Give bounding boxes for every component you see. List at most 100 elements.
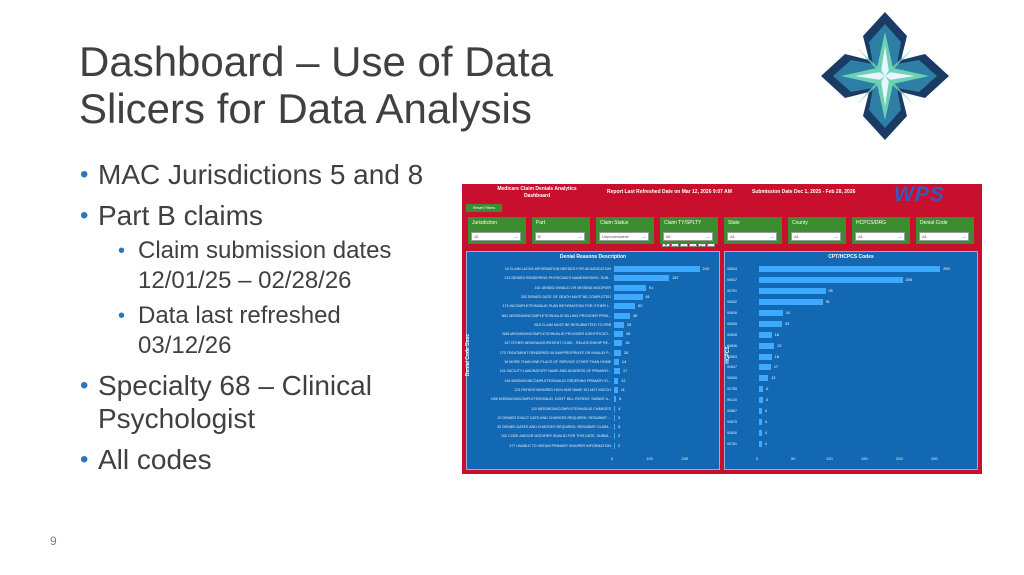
chart-bar[interactable] (759, 342, 775, 349)
category-label: 170 TREATMENT RENDERED IN INAPPROPRIATE … (499, 350, 611, 355)
category-label: 90853 (727, 354, 737, 359)
filter-label: County (792, 220, 808, 226)
chart-bar[interactable] (614, 312, 630, 319)
data-label: 91 (649, 285, 654, 290)
data-label: 81 (645, 294, 650, 299)
chevron-down-icon: ⌄ (898, 234, 902, 239)
category-label: 90867 (727, 409, 737, 414)
chart-bar[interactable] (614, 405, 616, 412)
chart-bar[interactable] (759, 375, 769, 382)
chart-bar[interactable] (614, 386, 618, 393)
category-label: N56 MISSING/INCOMPLETE/INVALID PROVIDER … (502, 332, 612, 337)
category-label: 102 CODE AND/OR MODIFIER INVALID FOR THI… (501, 434, 611, 439)
filter-dropdown[interactable]: B⌄ (535, 232, 585, 241)
chart-bar[interactable] (614, 331, 624, 338)
chart-bar[interactable] (614, 293, 643, 300)
chart-bar[interactable] (614, 321, 624, 328)
data-label: 3 (618, 415, 621, 420)
category-label: 107 OTHER INSURANCE/PATIENT CODE - RELAT… (504, 341, 611, 346)
filter-dropdown[interactable]: All⌄ (919, 232, 969, 241)
chart-bar[interactable] (614, 424, 616, 431)
chart-bar[interactable] (759, 287, 826, 294)
filter-dropdown[interactable]: All⌄ (791, 232, 841, 241)
data-label: 33 (785, 321, 790, 326)
chart-bar[interactable] (614, 414, 616, 421)
chart-bar[interactable] (759, 298, 823, 305)
chart-bar[interactable] (614, 266, 700, 272)
bullet-text: Part B claims (98, 200, 263, 231)
x-tick-label: 100 (826, 456, 833, 461)
cpt-hcpcs-title: CPT/HCPCS Codes (828, 254, 874, 260)
chart-bar[interactable] (614, 377, 619, 384)
bullet-text: MAC Jurisdictions 5 and 8 (98, 159, 424, 190)
chevron-down-icon: ⌄ (706, 234, 710, 239)
category-label: 90785 (727, 387, 737, 392)
chart-bar[interactable] (614, 442, 615, 449)
chevron-down-icon: ⌄ (578, 234, 582, 239)
category-label: 90781 (727, 442, 737, 447)
filter-label: Claim TY/SPLTY (664, 220, 702, 226)
dashboard-submission-date: Submission Date Dec 1, 2025 - Feb 28, 20… (752, 189, 856, 195)
data-label: 2 (618, 434, 621, 439)
dashboard-title: Medicare Claim Denials Analytics Dashboa… (497, 186, 577, 199)
data-label: 13 (771, 376, 776, 381)
sub-bullet-text: Data last refreshed 03/12/26 (138, 302, 341, 359)
category-label: 101 FACILITY LABORATORY NAME AND ADDRESS… (499, 369, 611, 374)
dashboard-screenshot: Medicare Claim Denials Analytics Dashboa… (462, 184, 982, 474)
dashboard-refresh-date: Report Last Refreshed Date on Mar 12, 20… (607, 189, 732, 195)
filter-label: Part (536, 220, 546, 226)
chart-bar[interactable] (759, 353, 772, 360)
data-label: 259 (943, 267, 950, 271)
chart-bar[interactable] (759, 397, 764, 404)
compass-star-logo-icon (821, 12, 949, 140)
category-label: 90875 (727, 420, 737, 425)
category-label: 96130 (727, 398, 737, 403)
filter-dropdown[interactable]: 68⌄ (663, 232, 713, 241)
data-label: 205 (905, 277, 912, 282)
chart-bar[interactable] (759, 408, 762, 415)
denial-reasons-title: Denial Reasons Description (559, 254, 627, 260)
chart-bar[interactable] (759, 430, 762, 437)
chart-bar[interactable] (759, 419, 762, 426)
chart-bar[interactable] (614, 349, 622, 356)
chart-bar[interactable] (614, 303, 636, 310)
filter-dropdown[interactable]: Unprocessable⌄ (599, 232, 649, 241)
chart-bar[interactable] (759, 441, 762, 448)
chart-bar[interactable] (759, 320, 783, 327)
data-label: 4 (764, 442, 767, 447)
data-label: 11 (620, 387, 625, 392)
filter-dropdown[interactable]: J5⌄ (471, 232, 521, 241)
data-label: 6 (766, 398, 769, 403)
category-label: 252 DENIED DATE OF DEATH MUST BE COMPLET… (520, 294, 611, 299)
slide-title: Dashboard – Use of Data Slicers for Data… (79, 38, 679, 132)
data-label: 24 (625, 341, 630, 346)
sub-bullet-text: Claim submission dates 12/01/25 – 02/28/… (138, 237, 392, 294)
chart-bar[interactable] (759, 266, 941, 272)
category-label: 146 MISSING/INCOMPLETE/INVALID ORDERING … (504, 378, 611, 383)
filter-label: State (728, 220, 740, 226)
bullet-part-b: Part B claims Claim submission dates 12/… (80, 199, 440, 361)
chart-bar[interactable] (614, 359, 619, 365)
bullet-mac-jurisdictions: MAC Jurisdictions 5 and 8 (80, 158, 440, 191)
chart-bar[interactable] (759, 331, 772, 338)
chart-bar[interactable] (759, 309, 783, 316)
bullet-text: All codes (98, 444, 212, 475)
data-label: 60 (638, 304, 643, 309)
chart-bar[interactable] (614, 284, 647, 291)
filter-dropdown[interactable]: All⌄ (855, 232, 905, 241)
chart-bar[interactable] (614, 275, 670, 282)
chart-bar[interactable] (614, 340, 623, 347)
category-label: 90830 (727, 431, 737, 436)
chart-bar[interactable] (759, 386, 764, 393)
chart-bar[interactable] (759, 276, 903, 283)
category-label: 90847 (727, 365, 737, 370)
chart-bar[interactable] (614, 396, 617, 403)
chart-bar[interactable] (614, 433, 615, 440)
denial-axis-title: Denial Code Desc (465, 333, 472, 377)
chart-bar[interactable] (614, 368, 620, 375)
chart-bar[interactable] (759, 364, 771, 371)
filter-dropdown[interactable]: All⌄ (727, 232, 777, 241)
reset-filters-button[interactable]: Reset Filters (466, 204, 502, 212)
